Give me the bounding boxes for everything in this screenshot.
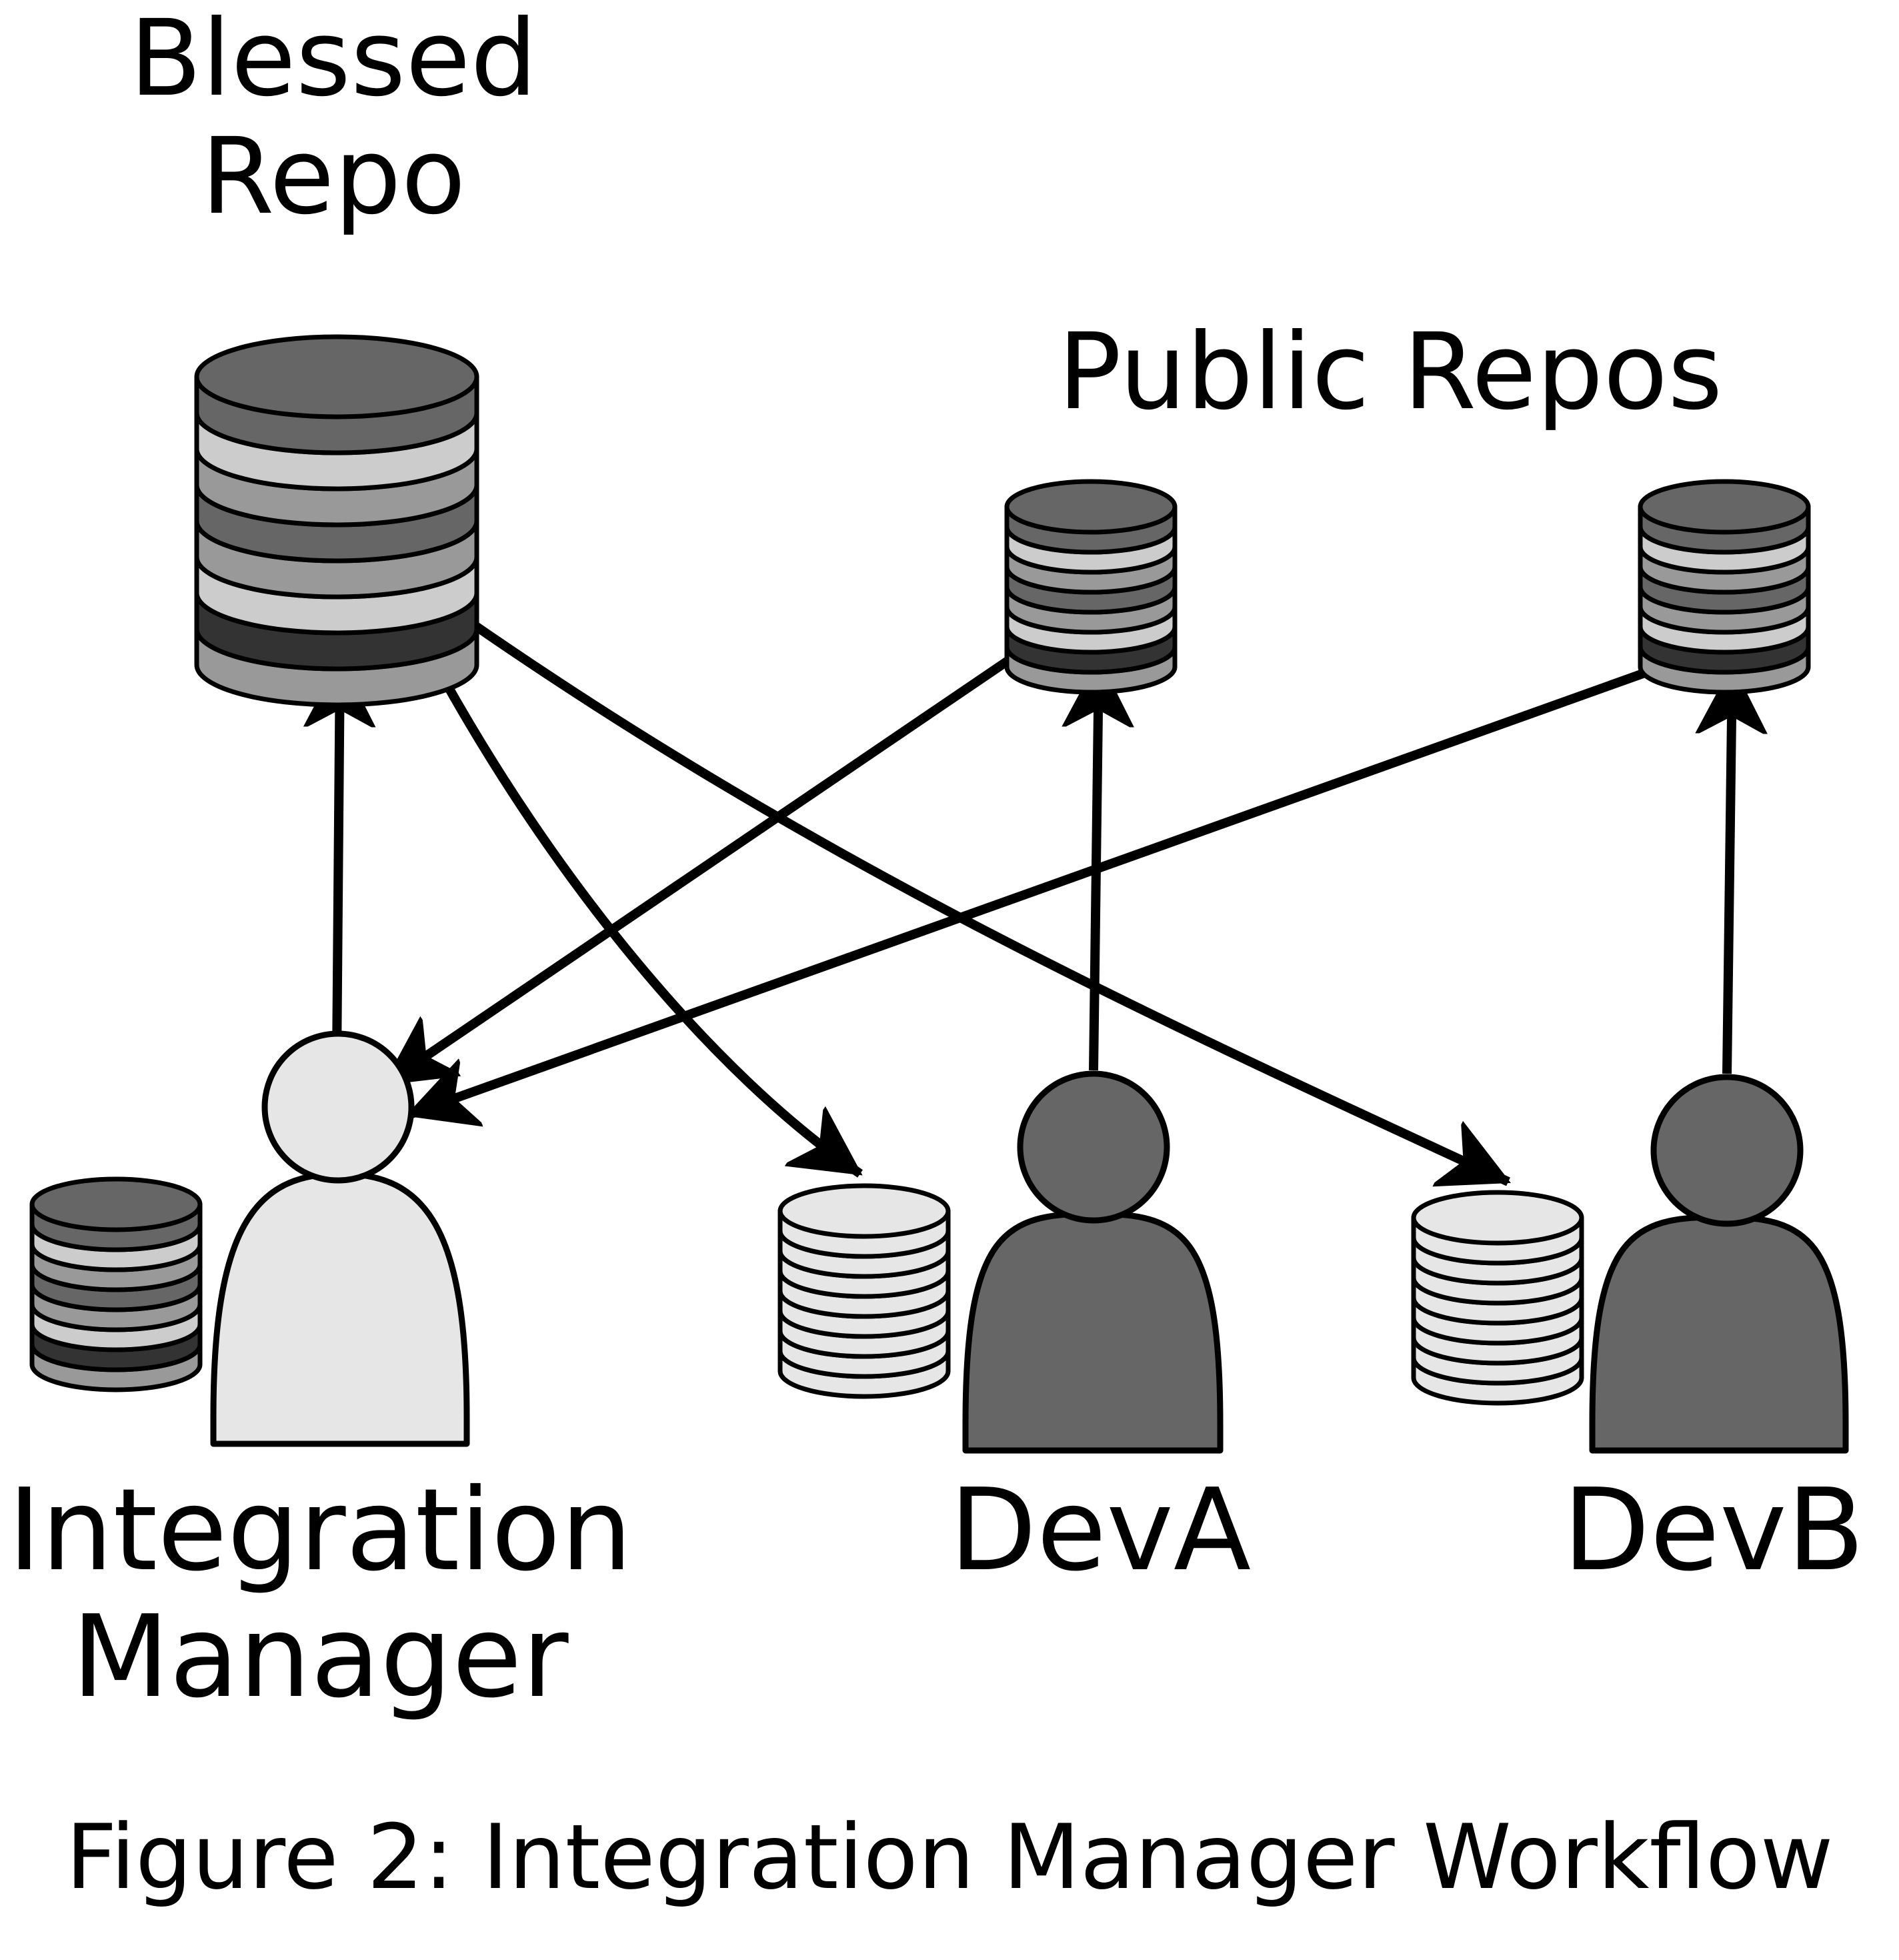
repo-disc-top — [1638, 479, 1811, 535]
person-head — [1017, 1070, 1170, 1224]
public-repo-a-repo-icon — [1004, 479, 1178, 695]
blessed-repo-label-line-2: Repo — [201, 115, 466, 238]
arrow-dev-b-to-public-repo-b — [1727, 667, 1732, 1074]
repo-disc-top — [1004, 479, 1178, 535]
figure-caption: Figure 2: Integration Manager Workflow — [65, 1805, 1834, 1909]
integration-manager-label: Integration Manager — [0, 1467, 640, 1721]
person-body — [962, 1210, 1224, 1454]
arrow-public-repo-b-to-integration-manager — [408, 666, 1654, 1115]
edges-layer — [337, 620, 1732, 1182]
dev-a-label: DevA — [949, 1464, 1252, 1597]
blessed-repo-label-line-1: Blessed — [129, 0, 537, 120]
blessed-repo-label: Blessed Repo — [60, 0, 607, 236]
repo-disc-top — [777, 1183, 951, 1239]
person-body — [1589, 1214, 1849, 1454]
nodes-layer — [29, 334, 1849, 1454]
person-head — [1650, 1074, 1804, 1227]
repo-disc-top — [1411, 1190, 1584, 1246]
person-body — [210, 1170, 470, 1447]
dev-b-label: DevB — [1562, 1464, 1865, 1597]
dev-b-person-icon — [1589, 1074, 1849, 1454]
integration-manager-label-line-2: Manager — [71, 1591, 569, 1724]
dev-a-repo-repo-icon — [777, 1183, 951, 1399]
blessed-repo-repo-icon — [194, 334, 479, 708]
repo-disc-top — [194, 334, 479, 419]
arrow-integration-manager-to-blessed-repo — [337, 660, 340, 1061]
dev-b-repo-repo-icon — [1411, 1190, 1584, 1406]
public-repos-label: Public Repos — [1058, 311, 1723, 433]
repo-disc-top — [29, 1176, 203, 1232]
dev-a-person-icon — [962, 1070, 1224, 1454]
integration-manager-label-line-1: Integration — [7, 1464, 633, 1597]
integration-manager-person-icon — [210, 1030, 470, 1447]
arrow-blessed-repo-to-dev-a-repo — [429, 658, 863, 1178]
person-head — [261, 1030, 415, 1184]
arrow-public-repo-a-to-integration-manager — [383, 653, 1016, 1088]
integration-manager-repo-repo-icon — [29, 1176, 203, 1392]
public-repo-b-repo-icon — [1638, 479, 1811, 695]
arrow-blessed-repo-to-dev-b-repo — [469, 620, 1508, 1182]
